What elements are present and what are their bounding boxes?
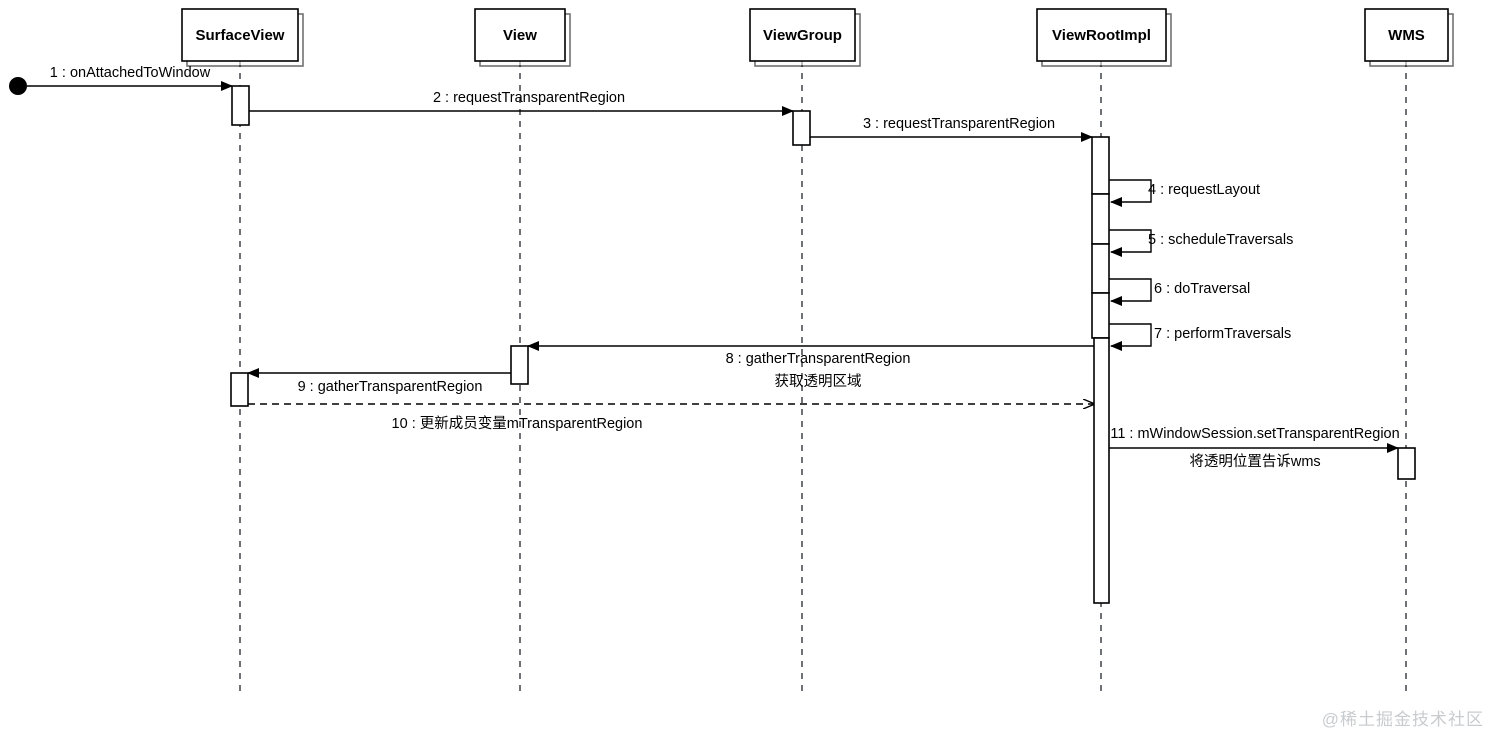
messages-layer (27, 81, 1399, 453)
message-label-group-11: 11 : mWindowSession.setTransparentRegion… (1110, 426, 1399, 470)
participant-label: WMS (1388, 27, 1425, 44)
message-6 (1109, 278, 1152, 306)
message-label-group-1: 1 : onAttachedToWindow (50, 65, 211, 81)
activation-bar (231, 85, 250, 126)
message-label: 10 : 更新成员变量mTransparentRegion (392, 415, 643, 432)
activation-bar (1091, 136, 1110, 195)
message-label: 2 : requestTransparentRegion (433, 90, 625, 106)
message-labels-layer: 1 : onAttachedToWindow 2 : requestTranspa… (50, 65, 1400, 470)
message-label-group-5: 5 : scheduleTraversals (1148, 232, 1293, 248)
message-label-group-10: 10 : 更新成员变量mTransparentRegion (392, 415, 643, 432)
message-label: 3 : requestTransparentRegion (863, 116, 1055, 132)
participant-view[interactable]: View (474, 8, 571, 67)
message-label-secondary: 将透明位置告诉wms (1189, 453, 1320, 470)
activation-bar (230, 372, 249, 407)
message-label-group-3: 3 : requestTransparentRegion (863, 116, 1055, 132)
message-4 (1109, 179, 1152, 207)
participant-label: View (503, 27, 537, 44)
message-label: 4 : requestLayout (1148, 182, 1260, 198)
message-label-group-8: 8 : gatherTransparentRegion 获取透明区域 (726, 351, 911, 390)
participant-frame (181, 8, 299, 62)
message-label: 11 : mWindowSession.setTransparentRegion (1110, 426, 1399, 442)
start-point-icon (9, 77, 27, 95)
message-label: 5 : scheduleTraversals (1148, 232, 1293, 248)
participant-viewrootimpl[interactable]: ViewRootImpl (1036, 8, 1172, 67)
message-label: 7 : performTraversals (1154, 326, 1291, 342)
participant-frame (749, 8, 856, 62)
participant-surfaceview[interactable]: SurfaceView (181, 8, 304, 67)
message-label-group-6: 6 : doTraversal (1154, 281, 1250, 297)
message-7 (1109, 323, 1152, 351)
participant-label: ViewGroup (763, 27, 842, 44)
self-message-arrow (1109, 179, 1152, 207)
message-label-group-9: 9 : gatherTransparentRegion (298, 379, 483, 395)
message-label-group-7: 7 : performTraversals (1154, 326, 1291, 342)
activations-layer (230, 85, 1416, 604)
watermark: @稀土掘金技术社区 (1321, 710, 1484, 729)
self-message-arrow (1109, 278, 1152, 306)
self-message-arrow (1109, 323, 1152, 351)
message-label: 9 : gatherTransparentRegion (298, 379, 483, 395)
participant-frame (474, 8, 566, 62)
activation-bar (1397, 447, 1416, 480)
activation-bar (1091, 243, 1110, 294)
participant-viewgroup[interactable]: ViewGroup (749, 8, 861, 67)
participants-layer: SurfaceView View ViewGroup ViewRootImpl WMS (181, 8, 1454, 67)
message-label-secondary: 获取透明区域 (775, 373, 862, 390)
message-label: 8 : gatherTransparentRegion (726, 351, 911, 367)
activation-bar (510, 345, 529, 385)
message-label-group-4: 4 : requestLayout (1148, 182, 1260, 198)
activation-bar (1091, 292, 1110, 339)
activation-bar (1093, 337, 1110, 604)
participant-frame (1364, 8, 1449, 62)
activation-bar (792, 110, 811, 146)
message-label-group-2: 2 : requestTransparentRegion (433, 90, 625, 106)
message-label: 6 : doTraversal (1154, 281, 1250, 297)
participant-label: ViewRootImpl (1052, 27, 1151, 44)
activation-bar (1091, 193, 1110, 245)
self-message-arrow (1109, 229, 1152, 257)
start-point-layer (9, 77, 27, 95)
participant-frame (1036, 8, 1167, 62)
participant-wms[interactable]: WMS (1364, 8, 1454, 67)
participant-label: SurfaceView (196, 27, 285, 44)
message-label: 1 : onAttachedToWindow (50, 65, 211, 81)
message-5 (1109, 229, 1152, 257)
